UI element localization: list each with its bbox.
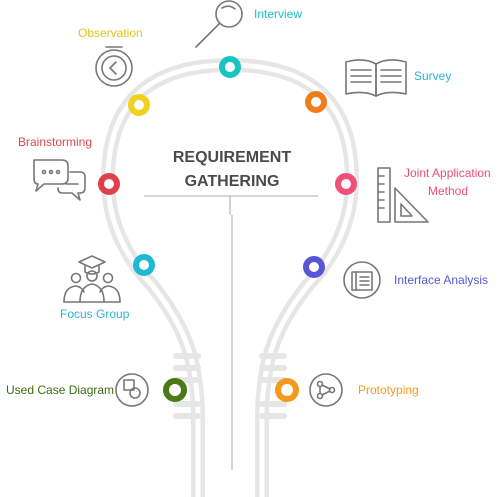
focus-group-dot — [133, 254, 155, 276]
labels: Interview Observation Survey Brainstormi… — [6, 7, 491, 397]
interview-dot — [219, 56, 241, 78]
survey-dot — [305, 91, 327, 113]
joint-application-label-line1: Joint Application — [404, 166, 491, 180]
interface-analysis-label: Interface Analysis — [394, 273, 488, 287]
interview-label: Interview — [254, 7, 302, 21]
magnifier-icon — [195, 0, 243, 48]
speech-bubbles-icon — [33, 159, 86, 201]
observation-label: Observation — [78, 26, 143, 40]
prototyping-label: Prototyping — [358, 383, 419, 397]
interface-analysis-dot — [303, 256, 325, 278]
used-case-dot — [163, 378, 187, 402]
ruler-triangle-icon — [377, 167, 429, 223]
clock-icon — [95, 46, 133, 87]
icons — [33, 0, 429, 407]
group-icon — [63, 255, 121, 303]
interface-icon — [343, 261, 381, 299]
lightbulb-outline — [101, 58, 359, 497]
used-case-label: Used Case Diagram — [6, 383, 114, 397]
brainstorming-dot — [98, 173, 120, 195]
title-line-1: REQUIREMENT — [173, 149, 291, 166]
filament — [144, 195, 318, 470]
brainstorming-label: Brainstorming — [18, 135, 92, 149]
observation-dot — [128, 94, 150, 116]
open-book-icon — [345, 59, 407, 97]
shapes-icon — [115, 373, 149, 407]
survey-label: Survey — [414, 69, 451, 83]
joint-application-label-line2: Method — [428, 184, 468, 198]
focus-group-label: Focus Group — [60, 307, 130, 321]
network-icon — [309, 373, 343, 407]
connector-dots — [98, 56, 357, 402]
diagram-title: REQUIREMENT GATHERING — [173, 149, 291, 190]
title-line-2: GATHERING — [185, 173, 280, 190]
joint-application-dot — [335, 173, 357, 195]
prototyping-dot — [275, 378, 299, 402]
